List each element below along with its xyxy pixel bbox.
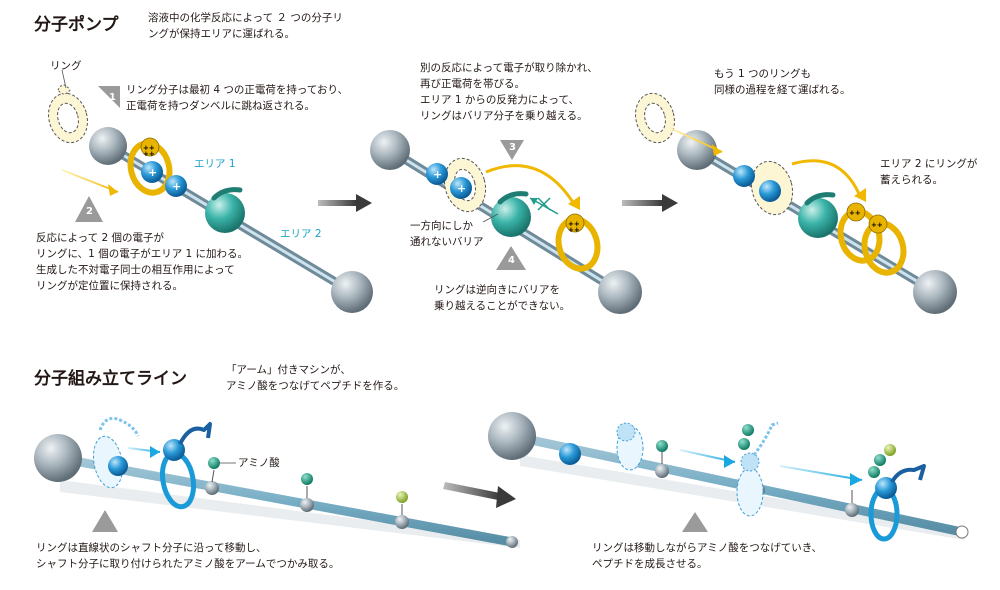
svg-text:++: ++: [568, 220, 580, 228]
transition-arrow-3: [443, 482, 516, 508]
ring-arm: [178, 422, 212, 445]
approach-arrow: [61, 169, 119, 193]
step4-text: リングは逆向きにバリアを 乗り越えることができない。: [434, 284, 571, 312]
pump-panel-3: ++ ++: [635, 92, 957, 314]
badge-4: 4: [508, 255, 515, 266]
stopper-ball-right: [331, 271, 373, 313]
amino-acid-label: アミノ酸: [238, 457, 280, 469]
svg-text:+: +: [172, 180, 181, 193]
area1-label: エリア 1: [194, 158, 236, 170]
step-badge-4: [496, 246, 526, 270]
amino-acid-lime: [396, 491, 408, 503]
step5-text: もう 1 つのリングも 同様の過程を経て運ばれる。: [714, 68, 851, 96]
svg-text:+: +: [433, 168, 442, 181]
ring-label: リング: [50, 60, 82, 72]
hop-arrow: [485, 164, 576, 205]
step-badge-2: [75, 196, 103, 222]
svg-text:++: ++: [143, 144, 155, 152]
step2-text: 反応によって 2 個の電子が リングに、1 個の電子がエリア 1 に加わる。 生…: [36, 232, 249, 292]
badge-2: 2: [86, 206, 93, 217]
badge-3: 3: [509, 142, 516, 153]
step-badge-1: [98, 86, 120, 108]
caption-marker-right: [682, 512, 708, 532]
area2-label: エリア 2: [280, 228, 322, 240]
svg-text:++: ++: [143, 150, 155, 158]
step1-text: リング分子は最初 4 つの正電荷を持っており、 正電荷を持つダンベルに跳ね返され…: [126, 84, 349, 112]
svg-text:+: +: [457, 182, 466, 195]
stopper-ball-left: [89, 127, 127, 165]
caption-marker-left: [92, 510, 118, 532]
caption-left: リングは直線状のシャフト分子に沿って移動し、 シャフト分子に取り付けられたアミノ…: [36, 542, 340, 570]
transition-arrow-2: [622, 194, 678, 212]
assembly-title: 分子組み立てライン: [34, 369, 187, 389]
pump-panel-2: + + ++ ++: [370, 130, 642, 314]
assembly-subtitle: 「アーム」付きマシンが、 アミノ酸をつなげてペプチドを作る。: [226, 364, 405, 392]
area1-ball: [141, 161, 163, 183]
barrier-label: 一方向にしか 通れないバリア: [410, 220, 484, 248]
assembly-panel-right: [488, 412, 969, 542]
assembly-panel-left: [34, 416, 520, 548]
svg-text:++: ++: [871, 221, 883, 229]
blocked-arrow-icon: [529, 197, 559, 215]
step6-text: エリア 2 にリングが 蓄えられる。: [880, 158, 978, 186]
pump-subtitle: 溶液中の化学反応によって ２ つの分子リ ングが保持エリアに運ばれる。: [148, 12, 343, 40]
step3-text: 別の反応によって電子が取り除かれ、 再び正電荷を帯びる。 エリア 1 からの反発…: [420, 62, 598, 122]
transition-arrow-1: [318, 194, 372, 212]
amino-acid-green: [301, 473, 313, 485]
caption-right: リングは移動しながらアミノ酸をつなげていき、 ペプチドを成長させる。: [592, 542, 823, 570]
svg-text:++: ++: [568, 226, 580, 234]
svg-text:+: +: [148, 166, 157, 179]
badge-1: 1: [109, 92, 116, 103]
amino-acid-green: [208, 457, 220, 469]
shaft-molecule: [53, 453, 517, 547]
barrier-molecule: [205, 193, 245, 233]
svg-text:++: ++: [849, 209, 861, 217]
pump-title: 分子ポンプ: [34, 15, 119, 35]
pump-panel-1: + + ++ ++: [48, 69, 373, 313]
step-badge-3: [500, 140, 524, 160]
